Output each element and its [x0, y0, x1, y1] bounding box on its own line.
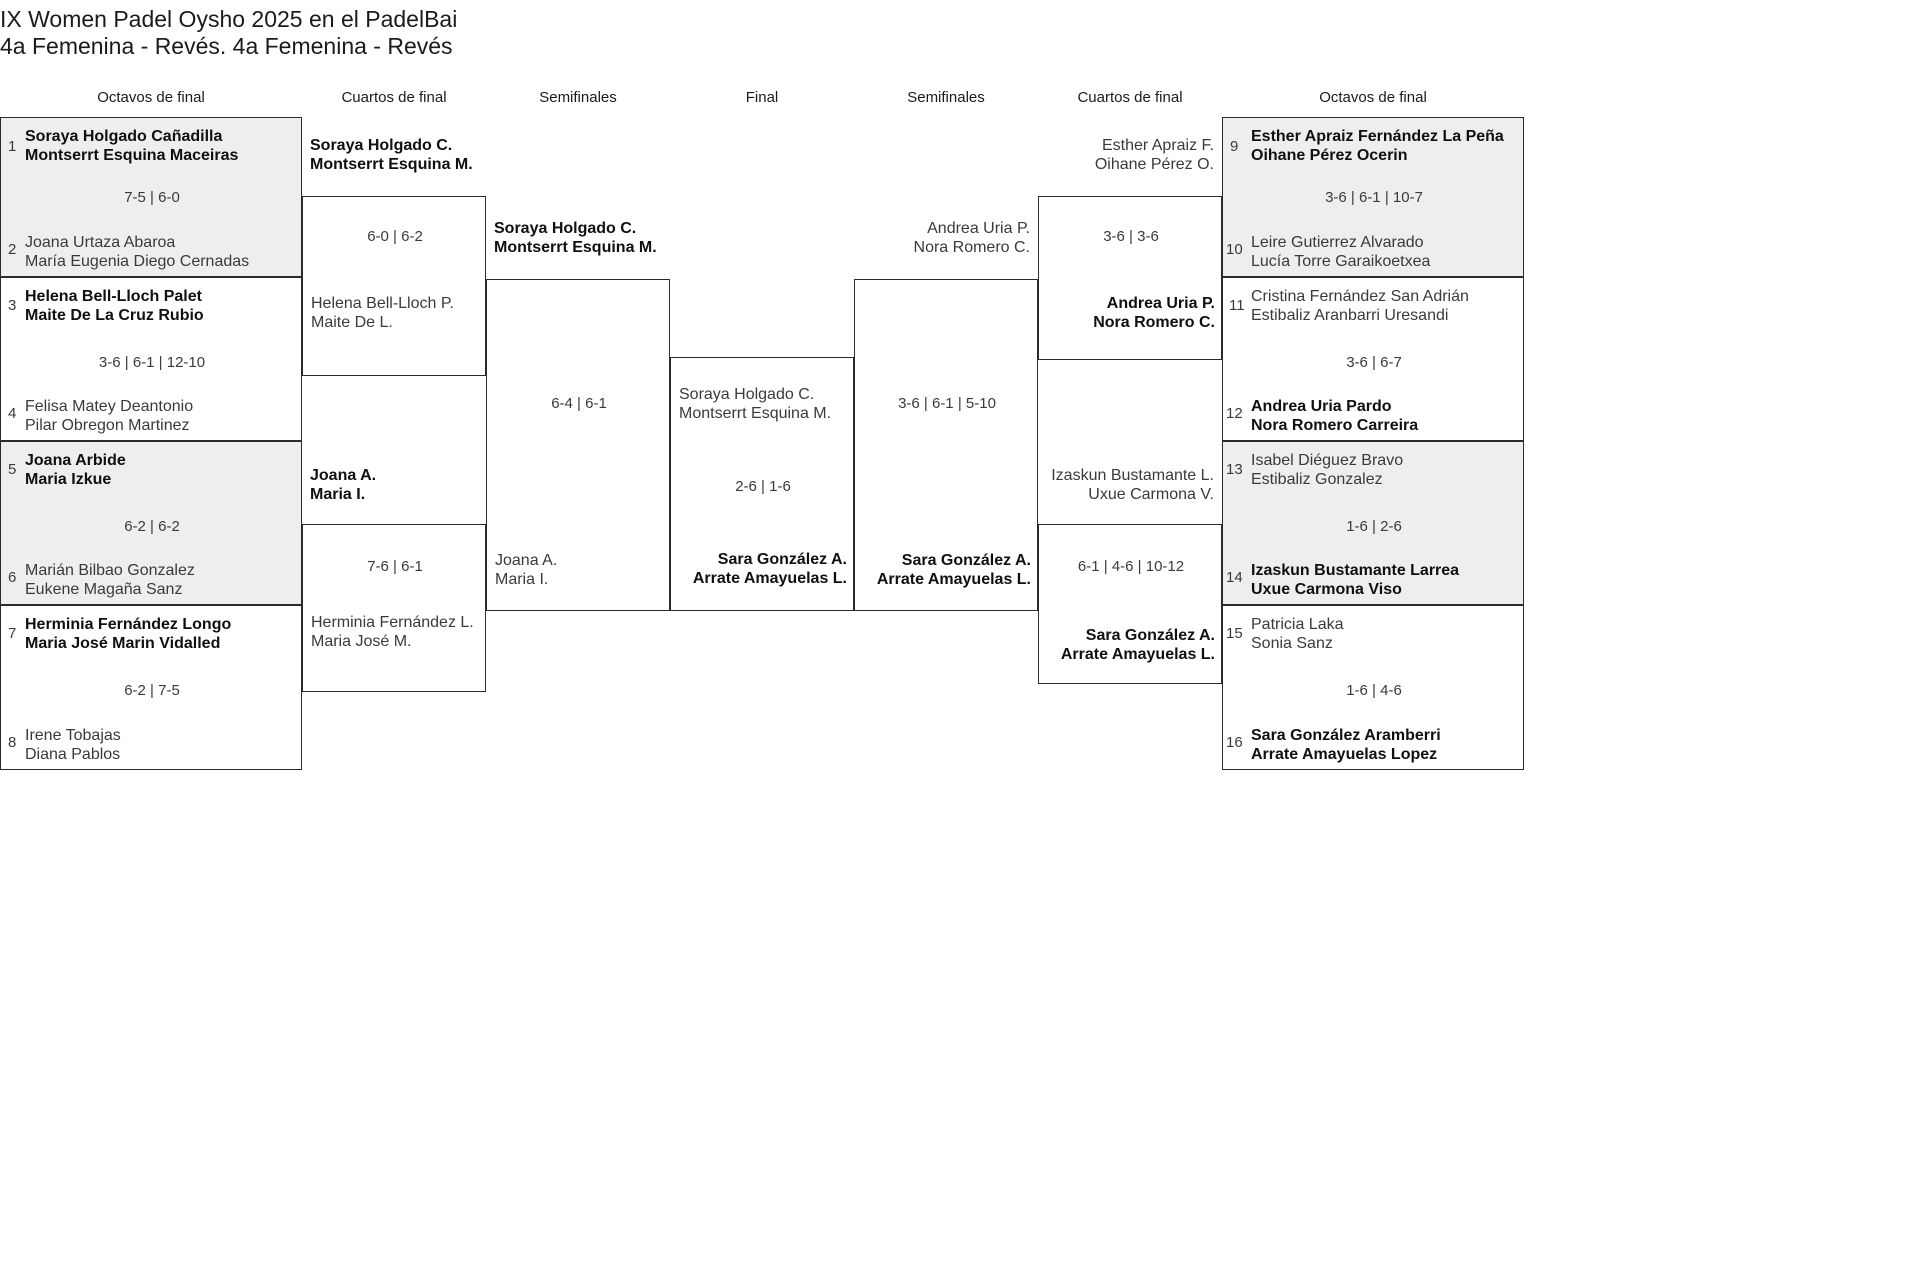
- match-score: 1-6 | 2-6: [1346, 518, 1402, 535]
- player-pair-bottom: Leire Gutierrez Alvarado Lucía Torre Gar…: [1251, 234, 1431, 270]
- qf-right-1-loser-pair: Esther Apraiz F. Oihane Pérez O.: [1094, 137, 1214, 173]
- player-pair-top: Soraya Holgado Cañadilla Montserrt Esqui…: [25, 128, 239, 164]
- player-pair-bottom: Joana Urtaza Abaroa María Eugenia Diego …: [25, 234, 250, 270]
- match-box-sf-right[interactable]: 3-6 | 6-1 | 5-10 Sara González A. Arrate…: [854, 279, 1038, 611]
- player-pair-top: Esther Apraiz Fernández La Peña Oihane P…: [1251, 128, 1504, 164]
- match-score: 3-6 | 6-1 | 10-7: [1325, 189, 1423, 206]
- final-champion-pair: Sara González A. Arrate Amayuelas L.: [692, 551, 847, 587]
- qf-left-2-winner-pair: Joana A. Maria I.: [310, 467, 377, 503]
- match-score: 3-6 | 6-1 | 12-10: [98, 354, 206, 371]
- seed-number: 15: [1226, 625, 1243, 642]
- seed-number: 14: [1226, 569, 1243, 586]
- match-box-r16-r1[interactable]: 9 Esther Apraiz Fernández La Peña Oihane…: [1222, 117, 1524, 277]
- match-score: 7-5 | 6-0: [124, 189, 180, 206]
- seed-number: 6: [8, 569, 17, 586]
- match-box-r16-l3[interactable]: 5 Joana Arbide Maria Izkue 6-2 | 6-2 6 M…: [0, 441, 302, 605]
- match-box-r16-r3[interactable]: 13 Isabel Diéguez Bravo Estibaliz Gonzal…: [1222, 441, 1524, 605]
- sf-right-winner-pair: Sara González A. Arrate Amayuelas L.: [876, 552, 1031, 588]
- sf-right-loser-pair: Andrea Uria P. Nora Romero C.: [913, 220, 1030, 256]
- match-box-r16-l1[interactable]: 1 Soraya Holgado Cañadilla Montserrt Esq…: [0, 117, 302, 277]
- match-box-qf-r1[interactable]: 3-6 | 3-6 Andrea Uria P. Nora Romero C.: [1038, 196, 1222, 360]
- qf-left-2-loser-pair: Herminia Fernández L. Maria José M.: [311, 614, 474, 650]
- player-pair-top: Cristina Fernández San Adrián Estibaliz …: [1251, 288, 1469, 324]
- match-score: 6-2 | 7-5: [124, 682, 180, 699]
- round-header-final: Final: [745, 89, 779, 106]
- player-pair-top: Patricia Laka Sonia Sanz: [1251, 616, 1344, 652]
- player-pair-bottom: Irene Tobajas Diana Pablos: [25, 727, 121, 763]
- match-score: 3-6 | 6-1 | 5-10: [898, 395, 996, 412]
- match-score: 1-6 | 4-6: [1346, 682, 1402, 699]
- seed-number: 11: [1229, 297, 1245, 314]
- qf-right-1-winner-pair: Andrea Uria P. Nora Romero C.: [1093, 295, 1215, 331]
- player-pair-top: Joana Arbide Maria Izkue: [25, 452, 126, 488]
- round-header-semifinales-left: Semifinales: [539, 89, 617, 106]
- player-pair-top: Isabel Diéguez Bravo Estibaliz Gonzalez: [1251, 452, 1404, 488]
- seed-number: 9: [1230, 138, 1239, 155]
- match-score: 6-4 | 6-1: [551, 395, 607, 412]
- tournament-title: IX Women Padel Oysho 2025 en el PadelBai: [0, 6, 458, 32]
- match-box-r16-r2[interactable]: 11 Cristina Fernández San Adrián Estibal…: [1222, 277, 1524, 441]
- match-score: 6-2 | 6-2: [124, 518, 180, 535]
- qf-right-2-winner-pair: Sara González A. Arrate Amayuelas L.: [1060, 627, 1215, 663]
- player-pair-bottom: Andrea Uria Pardo Nora Romero Carreira: [1251, 398, 1419, 434]
- player-pair-bottom: Marián Bilbao Gonzalez Eukene Magaña San…: [25, 562, 195, 598]
- player-pair-bottom: Izaskun Bustamante Larrea Uxue Carmona V…: [1251, 562, 1460, 598]
- round-header-semifinales-right: Semifinales: [907, 89, 985, 106]
- match-box-sf-left[interactable]: 6-4 | 6-1 Joana A. Maria I.: [486, 279, 670, 611]
- match-box-r16-r4[interactable]: 15 Patricia Laka Sonia Sanz 1-6 | 4-6 16…: [1222, 605, 1524, 770]
- seed-number: 7: [8, 625, 17, 642]
- seed-number: 2: [8, 241, 17, 258]
- seed-number: 13: [1226, 461, 1243, 478]
- seed-number: 4: [8, 405, 17, 422]
- match-box-final[interactable]: Soraya Holgado C. Montserrt Esquina M. 2…: [670, 357, 854, 611]
- player-pair-bottom: Sara González Aramberri Arrate Amayuelas…: [1251, 727, 1441, 763]
- qf-left-1-winner-pair: Soraya Holgado C. Montserrt Esquina M.: [310, 137, 473, 173]
- match-score: 6-1 | 4-6 | 10-12: [1077, 558, 1185, 575]
- seed-number: 16: [1226, 734, 1243, 751]
- match-box-r16-l2[interactable]: 3 Helena Bell-Lloch Palet Maite De La Cr…: [0, 277, 302, 441]
- match-score: 7-6 | 6-1: [367, 558, 423, 575]
- round-header-octavos-left: Octavos de final: [97, 89, 205, 106]
- seed-number: 5: [8, 461, 17, 478]
- sf-left-loser-pair: Joana A. Maria I.: [495, 552, 558, 588]
- qf-right-2-loser-pair: Izaskun Bustamante L. Uxue Carmona V.: [1051, 467, 1214, 503]
- match-score: 6-0 | 6-2: [367, 228, 423, 245]
- round-header-cuartos-left: Cuartos de final: [341, 89, 447, 106]
- seed-number: 1: [8, 138, 17, 155]
- match-score: 2-6 | 1-6: [735, 478, 791, 495]
- qf-left-1-loser-pair: Helena Bell-Lloch P. Maite De L.: [311, 295, 454, 331]
- match-box-qf-r2[interactable]: 6-1 | 4-6 | 10-12 Sara González A. Arrat…: [1038, 524, 1222, 684]
- player-pair-bottom: Felisa Matey Deantonio Pilar Obregon Mar…: [25, 398, 194, 434]
- round-header-octavos-right: Octavos de final: [1319, 89, 1427, 106]
- player-pair-top: Helena Bell-Lloch Palet Maite De La Cruz…: [25, 288, 204, 324]
- round-header-cuartos-right: Cuartos de final: [1077, 89, 1183, 106]
- match-score: 3-6 | 3-6: [1103, 228, 1159, 245]
- seed-number: 10: [1226, 241, 1243, 258]
- final-top-pair: Soraya Holgado C. Montserrt Esquina M.: [679, 386, 832, 422]
- seed-number: 8: [8, 734, 17, 751]
- page-title: IX Women Padel Oysho 2025 en el PadelBai…: [0, 6, 900, 60]
- tournament-category: 4a Femenina - Revés. 4a Femenina - Revés: [0, 33, 453, 59]
- sf-left-winner-pair: Soraya Holgado C. Montserrt Esquina M.: [494, 220, 657, 256]
- seed-number: 12: [1226, 405, 1243, 422]
- match-box-qf-l1[interactable]: 6-0 | 6-2 Helena Bell-Lloch P. Maite De …: [302, 196, 486, 376]
- seed-number: 3: [8, 297, 17, 314]
- match-box-r16-l4[interactable]: 7 Herminia Fernández Longo Maria José Ma…: [0, 605, 302, 770]
- player-pair-top: Herminia Fernández Longo Maria José Mari…: [25, 616, 232, 652]
- match-box-qf-l2[interactable]: 7-6 | 6-1 Herminia Fernández L. Maria Jo…: [302, 524, 486, 692]
- match-score: 3-6 | 6-7: [1346, 354, 1402, 371]
